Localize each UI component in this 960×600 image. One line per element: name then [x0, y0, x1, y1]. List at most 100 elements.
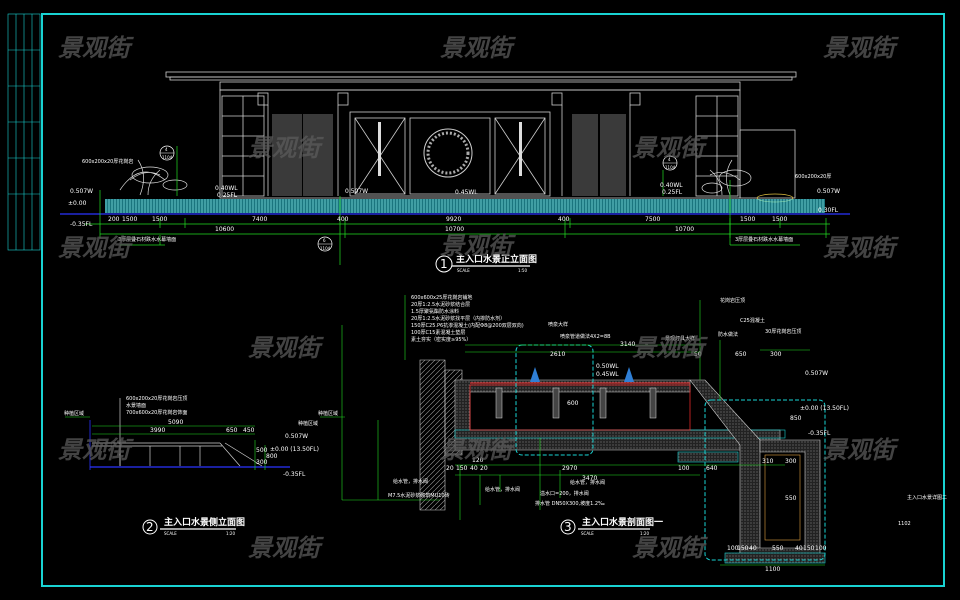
detail-ref-bubble[interactable]: 4 1104	[159, 145, 175, 161]
annotation-text: 50	[694, 351, 702, 358]
annotation-text: 景观街	[440, 34, 516, 62]
bottom-notes: 给水管，排水阀 M7.5水泥砂浆砌筑MU10砖 给水管，排水阀 溢水口=200，…	[298, 420, 605, 507]
annotation-text: 3470	[582, 475, 597, 482]
annotation-text: -0.35FL	[283, 471, 306, 478]
annotation-text: 1:20	[640, 531, 649, 536]
annotation-text: 景观街	[632, 134, 708, 162]
annotation-text: 景观街	[58, 234, 134, 262]
level-label: 0.25FL	[662, 189, 683, 196]
annotation-text: 景观街	[823, 436, 899, 464]
annotation-text: 景观街	[58, 34, 134, 62]
sheet-name: 主入口水景详图二	[907, 494, 947, 501]
building-outline	[165, 71, 797, 199]
section-dims: 2610 3140 50 650 300 2970 3470 20 150 40…	[446, 341, 827, 573]
annotation-text: 4	[165, 147, 168, 152]
annotation-text: 800	[266, 453, 278, 460]
level-label: 0.507W	[70, 188, 93, 195]
annotation-text: 0.507W	[805, 370, 828, 377]
level-label: 0.40WL	[215, 185, 238, 192]
annotation-text: 喷泉管道做法4X2=8B	[560, 333, 611, 340]
note: 600x200x20厚	[795, 174, 831, 180]
note: 3厚层叠石材跌水水幕墙面	[118, 236, 176, 243]
annotation-text: 给水管，排水阀	[393, 478, 428, 485]
side-elevation: 600x200x20厚花岗岩压顶 水景墙面 700x600x20厚花岗岩饰面 种…	[64, 395, 345, 536]
annotation-text: 650	[226, 427, 238, 434]
pedestals	[495, 387, 657, 419]
pine-tree-left	[119, 159, 188, 196]
annotation-text: 150	[737, 545, 749, 552]
level-label: 0.40WL	[660, 182, 683, 189]
section-view: 600x600x25厚花岗岩铺地 20厚1:2.5水泥砂浆结合层 1.5厚聚氨酯…	[298, 294, 849, 573]
annotation-text: 5090	[168, 419, 183, 426]
section-dimension-lines	[404, 295, 825, 566]
annotation-text: 景观街	[632, 334, 708, 362]
annotation-text: 100	[727, 545, 739, 552]
annotation-text: 种植区域	[64, 410, 84, 417]
level-label: 0.25FL	[217, 192, 238, 199]
annotation-text: 溢水口=200，排水阀	[540, 490, 589, 497]
annotation-text: 景观灯具大样	[665, 335, 695, 342]
annotation-text: 150	[803, 545, 815, 552]
annotation-text: ±0.00 (13.50FL)	[800, 405, 849, 412]
watermarks: 景观街 景观街 景观街 景观街 景观街 景观街 景观街 景观街 景观街 景观街 …	[58, 34, 899, 562]
annotation-text: 景观街	[440, 436, 516, 464]
annotation-text: 1104	[665, 165, 676, 170]
annotation-text: 1:20	[226, 531, 235, 536]
annotation-text: 10700	[675, 226, 694, 233]
annotation-text: 3140	[620, 341, 635, 348]
annotation-text: 600x200x20厚花岗岩压顶	[126, 395, 187, 402]
level-label: ±0.00	[68, 200, 87, 207]
drawing-title-2: 2 主入口水景侧立面图 SCALE 1:20	[142, 516, 245, 536]
level-label: 0.30FL	[818, 207, 839, 214]
annotation-text: 550	[785, 495, 797, 502]
annotation-text: 主入口水景正立面图	[456, 253, 537, 265]
annotation-text: 景观街	[248, 534, 324, 562]
annotation-text: 200	[108, 216, 120, 223]
annotation-text: 0.507W	[285, 433, 308, 440]
annotation-text: 300	[785, 458, 797, 465]
level-label: 0.507W	[817, 188, 840, 195]
level-label: 0.507W	[345, 188, 368, 195]
annotation-text: 20	[480, 465, 488, 472]
annotation-text: 9920	[446, 216, 461, 223]
annotation-text: 30厚花岗岩压顶	[765, 328, 801, 335]
annotation-text: 10700	[445, 226, 464, 233]
annotation-text: 150	[456, 465, 468, 472]
annotation-text: 1104	[320, 246, 331, 251]
annotation-text: 1104	[162, 155, 173, 160]
annotation-text: 主入口水景侧立面图	[164, 516, 245, 528]
annotation-text: SCALE	[581, 531, 594, 536]
annotation-text: 10600	[215, 226, 234, 233]
annotation-text: 景观街	[440, 232, 516, 260]
annotation-text: M7.5水泥砂浆砌筑MU10砖	[388, 492, 450, 499]
annotation-text: 1500	[152, 216, 167, 223]
drawing-frame	[41, 13, 945, 587]
annotation-text: 给水管，排水阀	[485, 486, 520, 493]
annotation-text: 650	[735, 351, 747, 358]
annotation-text: 1500	[772, 216, 787, 223]
annotation-text: 3	[564, 520, 572, 534]
annotation-text: 2	[146, 520, 154, 534]
annotation-text: 600	[567, 400, 579, 407]
annotation-text: 1	[440, 257, 448, 271]
annotation-text: 100厚C15素混凝土垫层	[411, 329, 465, 336]
annotation-text: ±0.00 (13.50FL)	[270, 446, 319, 453]
detail-callout-box	[704, 399, 826, 561]
annotation-text: 40	[749, 545, 757, 552]
annotation-text: 水景墙面	[126, 402, 146, 409]
annotation-text: 主入口水景剖面图一	[582, 516, 663, 528]
light-columns	[378, 122, 522, 176]
drawing-title-3: 3 主入口水景剖面图一 SCALE 1:20	[560, 516, 663, 536]
pool-structure	[454, 379, 826, 564]
door-panels	[272, 114, 626, 196]
annotation-text: 500	[256, 447, 268, 454]
annotation-text: 550	[772, 545, 784, 552]
annotation-text: 0.45WL	[596, 371, 619, 378]
title-block-strip	[7, 13, 41, 251]
drawing-title-1: 1 主入口水景正立面图 SCALE 1:50	[435, 253, 537, 273]
annotation-text: 640	[706, 465, 718, 472]
level-label: -0.35FL	[70, 221, 93, 228]
